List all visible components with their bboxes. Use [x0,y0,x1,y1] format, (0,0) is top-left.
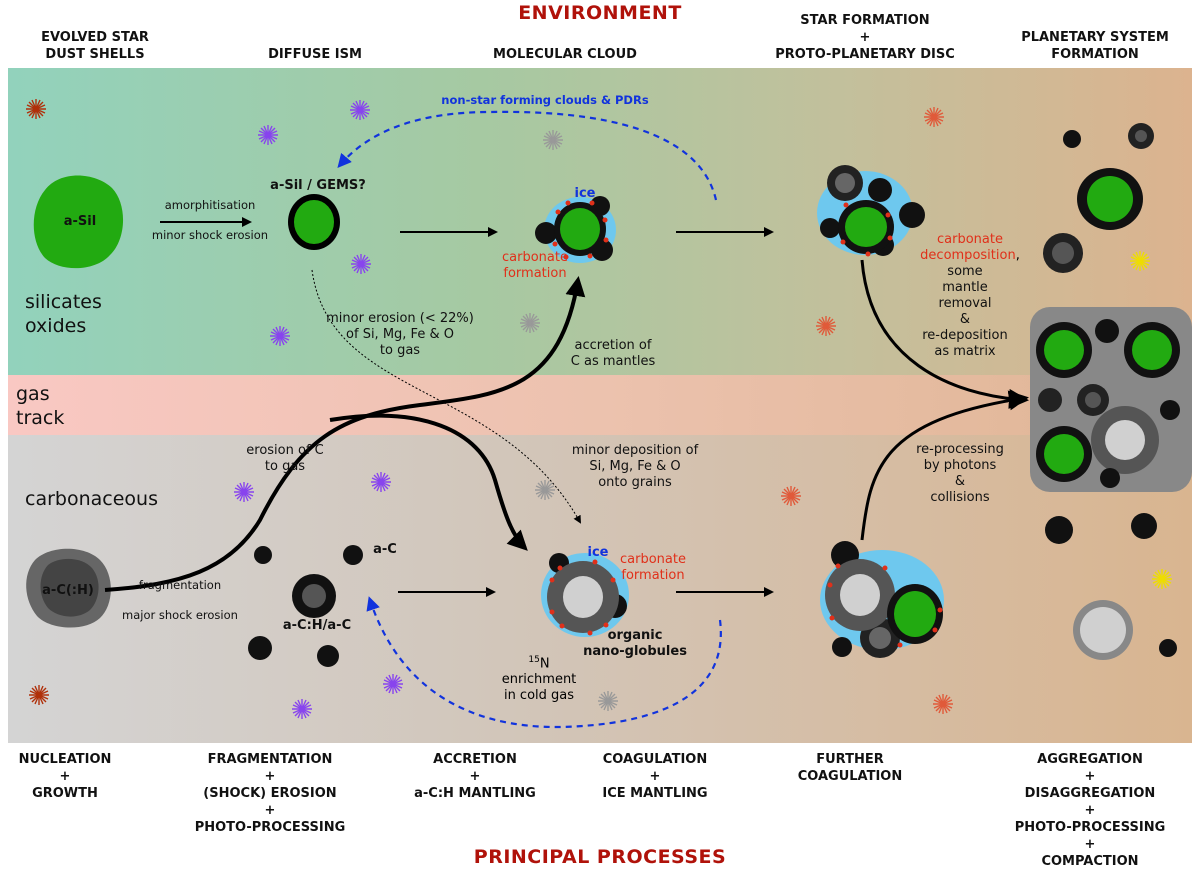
note-carbonate-top: carbonate formation [502,250,568,281]
process-arrows [104,217,1029,597]
asil-gems-grain [288,194,340,250]
env-molecular: MOLECULAR CLOUD [493,47,637,62]
star-icon-violet [257,124,279,146]
star-icon-orange [923,106,945,128]
star-icon-orange [815,315,837,337]
env-evolved: EVOLVED STAR DUST SHELLS [41,30,149,62]
gas-band [8,375,1192,435]
star-icon-grey [519,312,541,334]
proc-accretion: ACCRETION + a-C:H MANTLING [414,752,536,801]
star-icon-violet [291,698,313,720]
env-starform: STAR FORMATION + PROTO-PLANETARY DISC [775,13,955,62]
star-icon-red-top [26,99,46,119]
grain-label-ach: a-C(:H) [42,583,94,598]
star-icon-grey [534,479,556,501]
star-icons [26,99,1173,720]
ice-label-bottom: ice [587,545,609,560]
ach-grain [26,548,111,628]
recycling-arrows [337,110,722,729]
env-planetary: PLANETARY SYSTEM FORMATION [1021,30,1169,62]
star-icon-orange [780,485,802,507]
coagulated-grain-bottom [820,541,944,658]
star-icon-violet [349,99,371,121]
note-fragmentation: fragmentation [138,578,222,592]
grain-label-organic: organic nano-globules [583,628,687,659]
star-icon-grey [597,690,619,712]
processes-title: PRINCIPAL PROCESSES [473,846,727,868]
star-icon-yellow [1151,568,1173,590]
note-non-star: non-star forming clouds & PDRs [441,93,649,107]
note-carbonate-bottom: carbonate formation [620,552,686,583]
coagulated-grain-top [817,165,925,257]
decomp-word-2: decomposition [920,248,1016,263]
star-icon-violet [382,673,404,695]
star-icon-orange [932,693,954,715]
track-silicates: silicates oxides [25,291,102,337]
proc-coagulation: COAGULATION + ICE MANTLING [602,752,708,801]
note-erosion-c: erosion of C to gas [246,443,324,474]
decomp-word-1: carbonate [937,232,1003,247]
proc-further: FURTHER COAGULATION [797,752,903,784]
note-mantle-removal: some mantle removal & re-deposition as m… [922,264,1008,359]
star-icon-violet [233,481,255,503]
ice-grain-silicate [535,196,616,263]
note-amorphisation: amorphitisation [164,198,256,212]
note-accretion-c: accretion of C as mantles [570,338,656,369]
note-reprocessing: re-processing by photons & collisions [916,442,1004,505]
proc-fragmentation: FRAGMENTATION + (SHOCK) EROSION + PHOTO-… [194,752,346,835]
note-n15: 15N enrichment in cold gas [494,652,584,704]
star-icon-violet [269,325,291,347]
note-major-shock: major shock erosion [122,608,238,622]
star-icon-violet [370,471,392,493]
star-icon-grey [542,129,564,151]
ach-ac-core [302,584,326,608]
decomp-comma: , [1015,248,1020,263]
ice-label-top: ice [574,186,596,201]
grain-label-asil-gems: a-Sil / GEMS? [270,178,366,193]
track-gas: gas track [16,383,65,429]
note-minor-deposition: minor deposition of Si, Mg, Fe & O onto … [571,443,699,490]
n15-superscript: 15 [528,655,540,665]
ice-grain-carbon [541,553,629,637]
star-icon-red-bottom [28,684,50,706]
n15-text: N enrichment in cold gas [501,656,577,704]
environment-title: ENVIRONMENT [518,2,682,24]
env-diffuse: DIFFUSE ISM [268,47,362,62]
planetary-grains [1043,123,1177,660]
proc-aggregation: AGGREGATION + DISAGGREGATION + PHOTO-PRO… [1014,752,1166,869]
note-minor-shock: minor shock erosion [151,228,269,242]
aggregate-matrix [1030,307,1192,492]
star-icon-yellow [1129,250,1151,272]
track-carbonaceous: carbonaceous [25,488,158,510]
note-carbonate-decomp: carbonate decomposition, [910,232,1030,264]
note-minor-erosion: minor erosion (< 22%) of Si, Mg, Fe & O … [326,311,474,358]
proc-nucleation: NUCLEATION + GROWTH [18,752,112,801]
star-icon-violet [350,253,372,275]
grain-label-ac: a-C [373,542,397,557]
asil-grain [33,175,124,269]
grain-label-ach-ac: a-C:H/a-C [282,618,352,633]
grain-label-asil: a-Sil [63,214,97,229]
